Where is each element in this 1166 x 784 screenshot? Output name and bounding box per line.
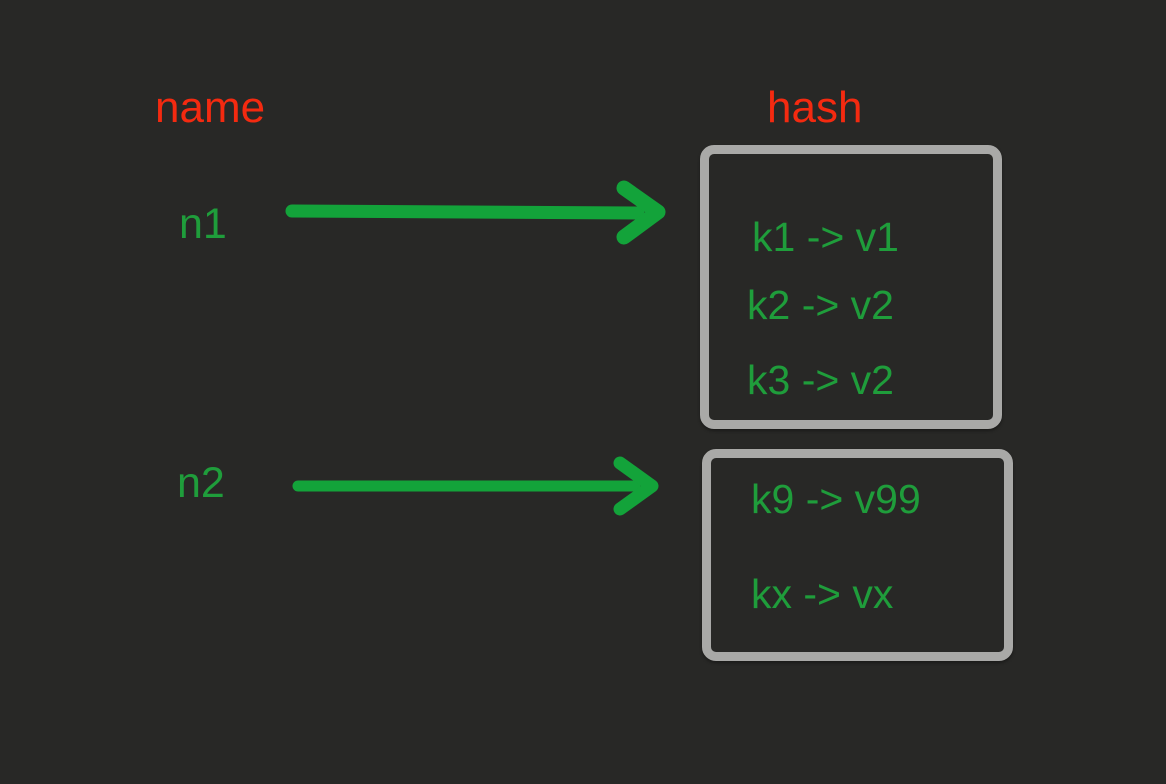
- hash-entry-list: k1 -> v1 k2 -> v2 k3 -> v2: [709, 154, 993, 420]
- hash-entry: k2 -> v2: [747, 282, 894, 328]
- arrow-right-icon-n1: [285, 180, 666, 245]
- column-heading-name: name: [155, 83, 266, 132]
- hash-entry-list: k9 -> v99 kx -> vx: [711, 458, 1004, 652]
- hash-box-n2: k9 -> v99 kx -> vx: [702, 449, 1013, 661]
- hash-entry: k1 -> v1: [752, 214, 899, 260]
- arrow-right-icon-n2: [292, 456, 659, 516]
- hash-entry: kx -> vx: [751, 571, 894, 617]
- node-label-n2: n2: [177, 459, 225, 507]
- hash-entry: k9 -> v99: [751, 476, 921, 522]
- hash-entry: k3 -> v2: [747, 357, 894, 403]
- hash-box-n1: k1 -> v1 k2 -> v2 k3 -> v2: [700, 145, 1002, 429]
- node-label-n1: n1: [179, 200, 227, 248]
- column-heading-hash: hash: [767, 83, 863, 132]
